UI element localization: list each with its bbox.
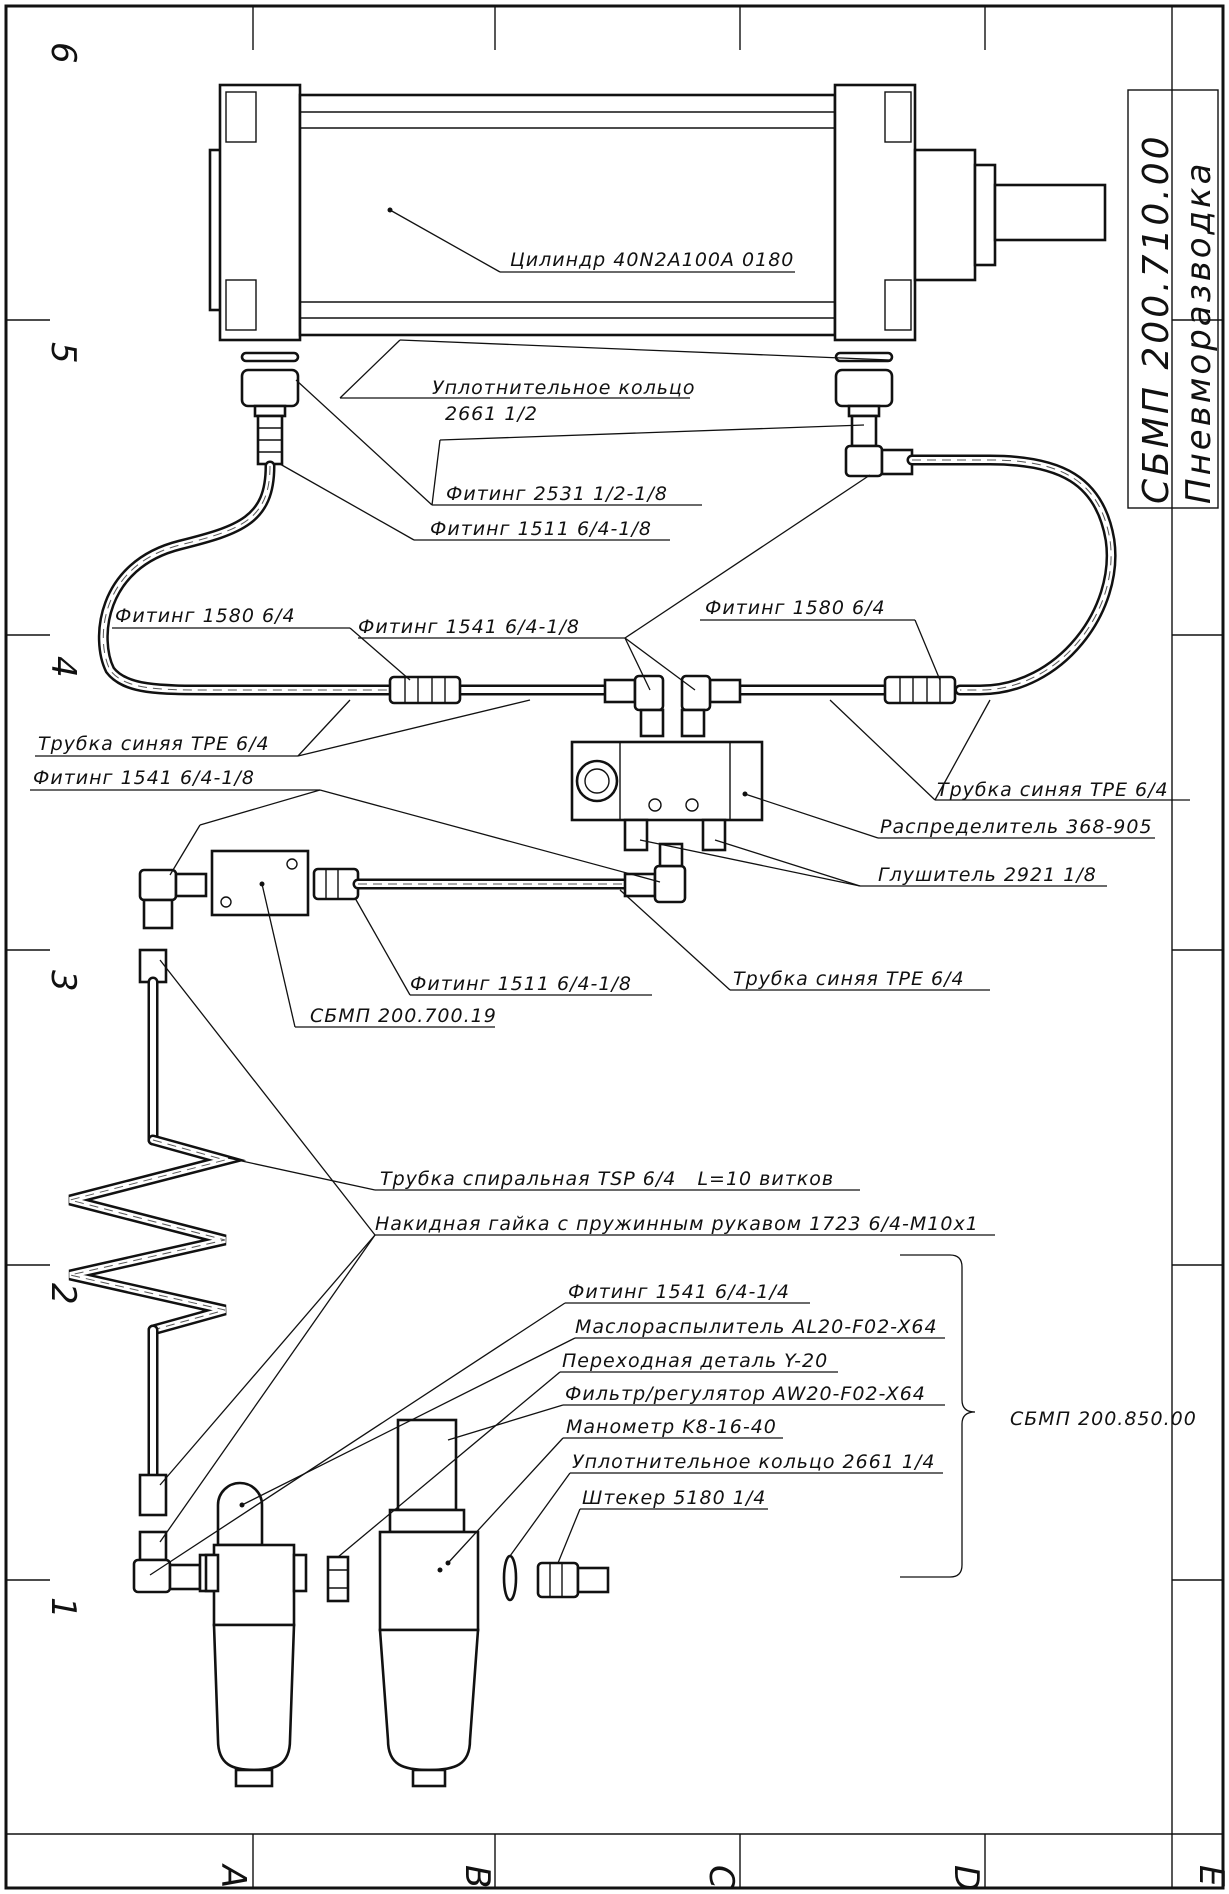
cylinder	[208, 83, 1107, 342]
fitting-1541-bottom	[132, 1530, 202, 1594]
title-code: СБМП 200.710.00	[1136, 133, 1177, 504]
fitting-1580-right	[883, 675, 957, 705]
fitting-2531-right	[834, 368, 894, 418]
plug-5180	[536, 1561, 610, 1599]
seal-ring-quarter	[502, 1554, 518, 1602]
fitting-1511-mid	[312, 867, 360, 901]
label-adapter: Переходная деталь Y-20	[562, 1350, 828, 1372]
zone-col-d: D	[946, 1865, 986, 1891]
silencer-right	[701, 818, 727, 852]
label-cylinder: Цилиндр 40N2A100A 0180	[510, 249, 794, 271]
silencer-left	[623, 818, 649, 852]
label-manometer: Манометр K8-16-40	[566, 1416, 777, 1438]
label-fitting-1511-mid: Фитинг 1511 6/4-1/8	[410, 973, 632, 995]
label-tube-right: Трубка синяя TPE 6/4	[937, 779, 1169, 801]
leader-lines	[30, 339, 1190, 1578]
fitting-1541-distributor-right	[680, 674, 742, 738]
label-fitting-1580-left: Фитинг 1580 6/4	[115, 605, 296, 627]
label-seal-ring-1-size: 2661 1/2	[445, 403, 538, 425]
fitting-1511-top-right	[844, 414, 914, 478]
zone-col-b: B	[457, 1865, 497, 1888]
label-filter-regulator: Фильтр/регулятор AW20-F02-X64	[565, 1383, 926, 1405]
fitting-1541-mid-right	[623, 842, 687, 904]
zone-row-4: 4	[43, 656, 83, 678]
fitting-1511-top-left	[256, 414, 284, 466]
label-fitting-1541-mid: Фитинг 1541 6/4-1/8	[358, 616, 580, 638]
zone-row-3: 3	[43, 970, 83, 992]
zone-col-c: C	[701, 1865, 741, 1889]
label-union-nut: Накидная гайка с пружинным рукавом 1723 …	[375, 1213, 979, 1235]
label-spiral-tube: Трубка спиральная TSP 6/4 L=10 витков	[380, 1168, 834, 1190]
tube-left	[97, 460, 396, 696]
distributor	[570, 740, 764, 822]
zone-row-2: 2	[43, 1283, 83, 1305]
title-name: Пневморазводка	[1179, 161, 1219, 504]
label-fitting-1541-left: Фитинг 1541 6/4-1/8	[33, 767, 255, 789]
zone-row-5: 5	[43, 342, 83, 364]
zone-row-1: 1	[43, 1597, 83, 1619]
label-fitting-1541-14: Фитинг 1541 6/4-1/4	[568, 1281, 790, 1303]
label-assembly-850: СБМП 200.850.00	[1010, 1408, 1197, 1430]
tube-right	[906, 454, 1117, 696]
label-distributor: Распределитель 368-905	[880, 816, 1153, 838]
label-fitting-1580-right: Фитинг 1580 6/4	[705, 597, 886, 619]
label-fitting-2531: Фитинг 2531 1/2-1/8	[446, 483, 668, 505]
zone-row-6: 6	[43, 42, 83, 64]
fitting-1541-mid-left	[138, 868, 208, 930]
label-seal-ring-1: Уплотнительное кольцо	[432, 377, 695, 399]
label-tube-left: Трубка синяя TPE 6/4	[38, 733, 270, 755]
label-lubricator: Маслораспылитель AL20-F02-X64	[575, 1316, 938, 1338]
spiral-tube	[68, 948, 247, 1517]
zone-col-e: E	[1191, 1865, 1229, 1887]
zone-col-a: A	[213, 1863, 253, 1888]
seal-ring-left	[240, 351, 300, 363]
lubricator	[198, 1481, 308, 1788]
label-fitting-1511-top: Фитинг 1511 6/4-1/8	[430, 518, 652, 540]
fitting-1541-distributor-left	[603, 674, 665, 738]
label-silencer: Глушитель 2921 1/8	[878, 864, 1097, 886]
fitting-2531-left	[240, 368, 300, 418]
block-200-700-19	[210, 849, 310, 917]
label-assembly-700: СБМП 200.700.19	[310, 1005, 497, 1027]
fitting-1580-left	[388, 675, 462, 705]
filter-regulator	[378, 1418, 480, 1788]
drawing-frame	[4, 4, 1225, 1890]
label-plug: Штекер 5180 1/4	[582, 1487, 766, 1509]
label-tube-mid: Трубка синяя TPE 6/4	[733, 968, 965, 990]
adapter	[326, 1555, 350, 1603]
label-seal-ring-2: Уплотнительное кольцо 2661 1/4	[572, 1451, 936, 1473]
title-block: СБМП 200.710.00 Пневморазводка	[1127, 89, 1219, 509]
labels: Цилиндр 40N2A100A 0180 Уплотнительное ко…	[33, 249, 1197, 1509]
